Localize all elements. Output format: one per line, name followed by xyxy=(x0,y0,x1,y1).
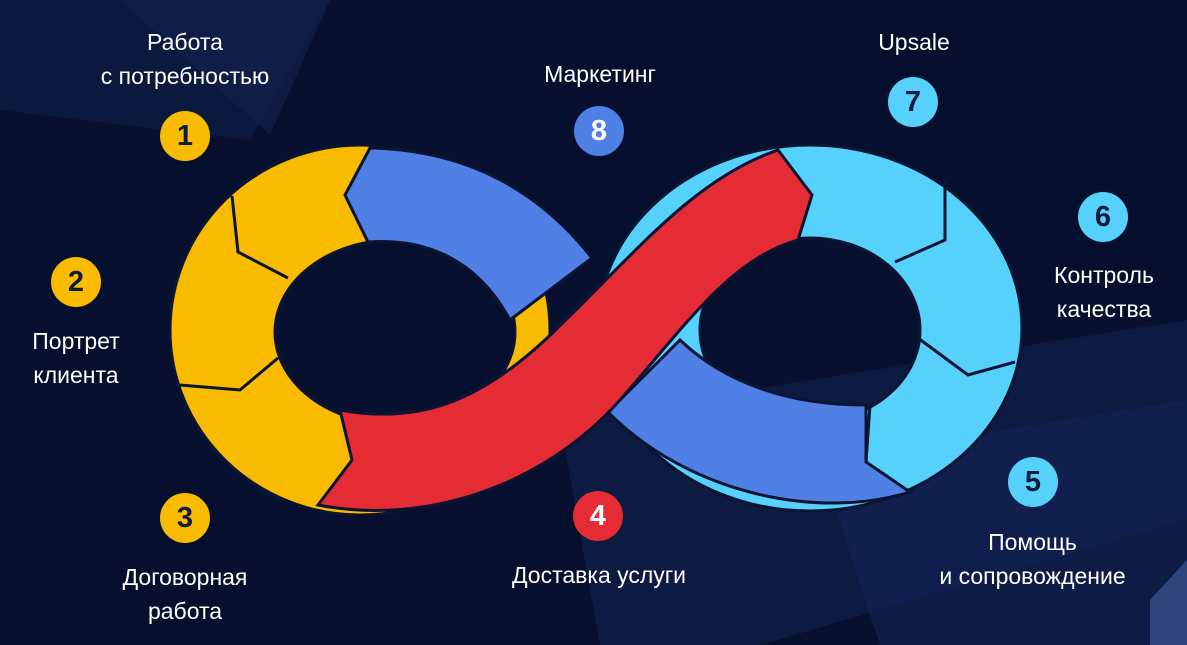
stage-8-label: Маркетинг xyxy=(515,57,685,91)
stage-5-label-line-2: и сопровождение xyxy=(939,563,1126,589)
stage-1-label-line-2: с потребностью xyxy=(100,63,270,89)
stage-4-number: 4 xyxy=(589,499,607,532)
stage-7-number: 7 xyxy=(904,85,922,118)
stage-5-label: Помощь и сопровождение xyxy=(905,525,1160,593)
stage-1-number: 1 xyxy=(176,119,194,152)
stage-7-label-line-1: Upsale xyxy=(878,29,950,55)
stage-1-label: Работа с потребностью xyxy=(70,25,300,93)
stage-2-badge: 2 xyxy=(51,257,101,307)
stage-1-badge: 1 xyxy=(160,111,210,161)
stage-8-label-line-1: Маркетинг xyxy=(544,61,656,87)
stage-3-number: 3 xyxy=(176,501,194,534)
stage-2-number: 2 xyxy=(67,265,85,298)
stage-6-label-line-2: качества xyxy=(1056,296,1152,322)
stage-4-label: Доставка услуги xyxy=(470,558,728,592)
stage-3-label: Договорная работа xyxy=(85,560,285,628)
stage-3-badge: 3 xyxy=(160,493,210,543)
stage-7-label: Upsale xyxy=(850,25,978,59)
stage-6-badge: 6 xyxy=(1078,192,1128,242)
stage-1-label-line-1: Работа xyxy=(147,29,223,55)
stage-2-label: Портрет клиента xyxy=(5,324,147,392)
stage-4-badge: 4 xyxy=(573,491,623,541)
stage-2-label-line-1: Портрет xyxy=(32,328,120,354)
stage-6-label: Контроль качества xyxy=(1030,258,1178,326)
stage-3-label-line-1: Договорная xyxy=(122,564,248,590)
stage-3-label-line-2: работа xyxy=(147,598,223,624)
stage-5-label-line-1: Помощь xyxy=(988,529,1077,555)
stage-5-badge: 5 xyxy=(1008,457,1058,507)
stage-8-number: 8 xyxy=(590,114,608,147)
stage-7-badge: 7 xyxy=(888,77,938,127)
stage-2-label-line-2: клиента xyxy=(33,362,119,388)
stage-6-number: 6 xyxy=(1094,200,1112,233)
stage-4-label-line-1: Доставка услуги xyxy=(511,562,687,588)
stage-6-label-line-1: Контроль xyxy=(1054,262,1154,288)
stage-5-number: 5 xyxy=(1024,465,1042,498)
stage-8-badge: 8 xyxy=(574,106,624,156)
red-crossing-band xyxy=(315,148,814,512)
